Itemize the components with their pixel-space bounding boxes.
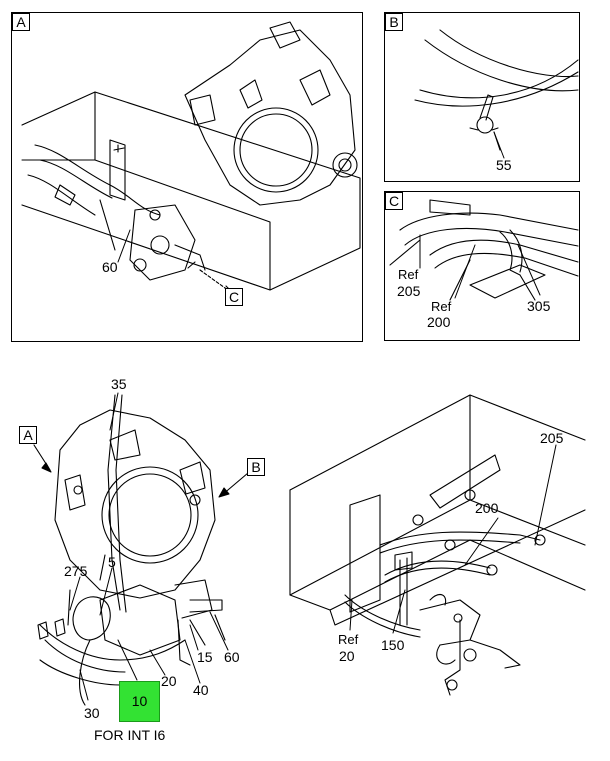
callout-55: 55 (496, 157, 512, 173)
ref-200-number: 200 (427, 314, 451, 330)
callout-15: 15 (197, 649, 213, 665)
leader-lines (69, 131, 557, 701)
ref-20-number: 20 (339, 648, 355, 664)
panel-b-tag: B (385, 13, 403, 31)
note-for-int-i6: FOR INT I6 (94, 727, 166, 743)
callout-200: 200 (475, 500, 499, 516)
callout-60: 60 (224, 649, 240, 665)
ref-20-label: Ref (338, 632, 359, 647)
callout-30: 30 (84, 705, 100, 721)
detail-panel-a (11, 12, 363, 342)
frame-rail-cable-drawing (289, 394, 586, 696)
callout-10-highlighted: 10 (119, 681, 160, 722)
callout-150: 150 (381, 637, 405, 653)
callout-275: 275 (64, 563, 88, 579)
view-a-tag: A (19, 426, 37, 444)
callout-205: 205 (540, 430, 564, 446)
callout-5: 5 (108, 554, 116, 570)
callout-20: 20 (161, 673, 177, 689)
callout-35: 35 (111, 376, 127, 392)
starter-assembly-drawing (37, 394, 226, 706)
ref-200-label: Ref (431, 299, 452, 314)
callout-c-tag: C (225, 288, 243, 306)
view-arrows (33, 444, 249, 498)
panel-c-tag: C (385, 192, 403, 210)
panel-a-tag: A (12, 13, 30, 31)
panel-a-bracket-drawing (21, 21, 361, 293)
callout-40: 40 (193, 682, 209, 698)
callout-305: 305 (527, 298, 551, 314)
callout-10: 10 (131, 693, 148, 709)
view-b-tag: B (247, 458, 265, 476)
panel-b-flywheel-drawing (414, 29, 579, 151)
detail-panel-b (384, 12, 580, 182)
ref-205-number: 205 (397, 283, 421, 299)
ref-205-label: Ref (398, 267, 419, 282)
callout-60-panel-a: 60 (102, 259, 118, 275)
panel-c-clamp-drawing (389, 199, 579, 301)
